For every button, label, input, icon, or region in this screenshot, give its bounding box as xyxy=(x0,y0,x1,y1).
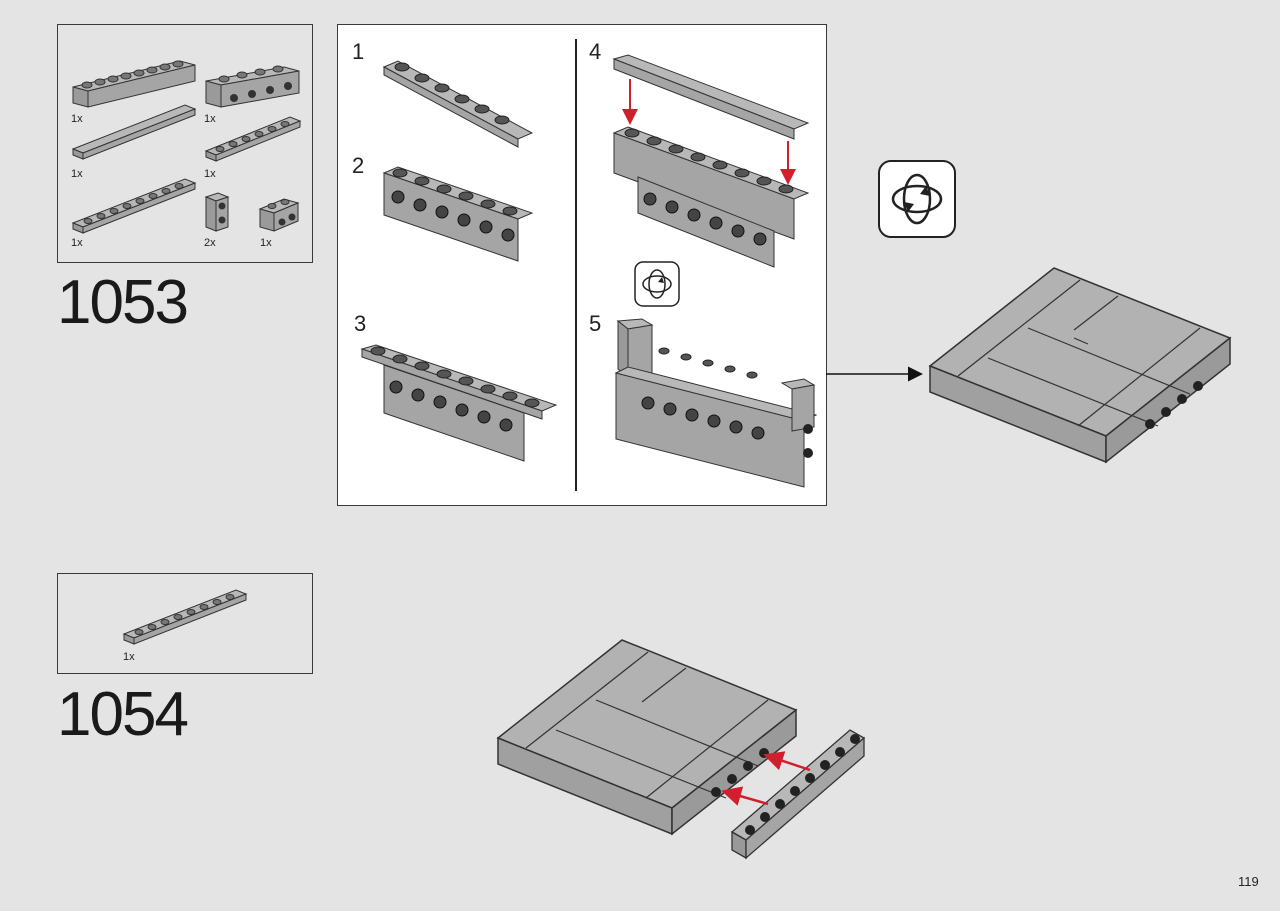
part-qty: 1x xyxy=(71,237,83,249)
tile-placement-icon xyxy=(612,54,810,268)
tile-1x8-icon xyxy=(71,104,197,160)
plate-1x8-icon xyxy=(730,729,866,860)
floor-panel-icon xyxy=(496,639,798,836)
plate-1x8-icon xyxy=(71,178,197,234)
rotate-model-icon xyxy=(634,261,680,307)
brick-1x1-stud-side-icon xyxy=(204,192,230,232)
substep-number: 3 xyxy=(354,311,367,336)
part-qty: 1x xyxy=(260,237,272,249)
part-qty: 1x xyxy=(123,651,135,663)
plate-1x6-icon xyxy=(382,60,534,148)
brick-1x2-technic-icon xyxy=(258,198,300,232)
brick-assembly-icon xyxy=(360,344,558,462)
rotate-model-icon xyxy=(878,160,956,238)
brick-1x4-technic-icon xyxy=(205,65,300,108)
plate-1x6-icon xyxy=(204,116,302,162)
arrow-right-icon xyxy=(826,366,923,382)
part-qty: 1x xyxy=(71,113,83,125)
part-qty: 1x xyxy=(204,168,216,180)
substep-number: 1 xyxy=(352,39,365,64)
sub-assembly-callout: 1 2 3 4 5 xyxy=(337,24,827,506)
page-number: 119 xyxy=(1238,874,1259,889)
parts-list-1053: 1x 1x 1x 1x 1x 2x xyxy=(57,24,313,263)
brick-1x6-technic-icon xyxy=(382,166,534,262)
substep-number: 2 xyxy=(352,153,365,178)
parts-list-1054: 1x xyxy=(57,573,313,674)
brick-1x8-icon xyxy=(72,60,196,108)
callout-divider xyxy=(575,39,577,491)
step-number-1054: 1054 xyxy=(57,680,189,749)
wall-assembly-icon xyxy=(614,318,818,488)
red-insert-arrow-icon xyxy=(721,751,811,806)
part-qty: 1x xyxy=(71,168,83,180)
step-number-1053: 1053 xyxy=(57,268,189,337)
substep-number: 4 xyxy=(589,39,602,64)
part-qty: 2x xyxy=(204,237,216,249)
floor-panel-icon xyxy=(928,267,1232,464)
part-qty: 1x xyxy=(204,113,216,125)
substep-number: 5 xyxy=(589,311,602,336)
plate-1x8-icon xyxy=(122,589,248,645)
